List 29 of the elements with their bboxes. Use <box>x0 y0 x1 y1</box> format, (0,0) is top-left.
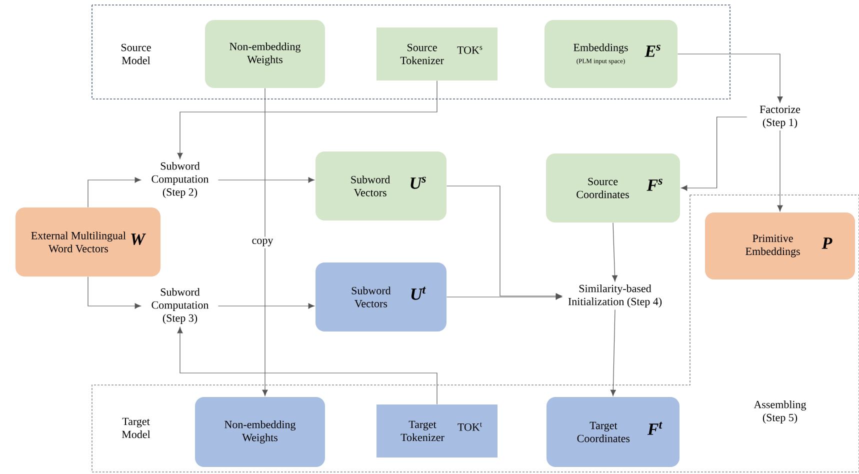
process-box: Target Coordinates F$^{t}$ <box>546 397 680 467</box>
edge-label: copy <box>250 236 276 248</box>
step-text: Subword Computation (Step 3) <box>152 288 209 324</box>
arrow <box>218 177 315 183</box>
arrow <box>446 186 562 299</box>
arrow <box>446 294 562 300</box>
arrow <box>218 303 315 309</box>
arrow <box>610 309 616 396</box>
arrow <box>677 54 783 103</box>
step-text: Similarity-based Initialization (Step 4) <box>568 284 662 308</box>
process-box: Subword Vectors U$^{t}$ <box>316 262 446 332</box>
process-box: Source Tokenizer TOK$^{s}$ <box>376 28 498 80</box>
arrow <box>88 177 142 208</box>
arrow <box>777 130 783 212</box>
process-box: Subword Vectors U$^{s}$ <box>316 152 446 220</box>
process-box: Non-embedding Weights <box>205 20 325 88</box>
process-box: Primitive Embeddings P <box>705 212 855 280</box>
arrow <box>177 80 438 160</box>
process-box: Source Coordinates F$^{s}$ <box>546 154 680 222</box>
process-box: Non-embedding Weights <box>195 397 325 467</box>
arrow <box>681 116 748 191</box>
step-text: Factorize (Step 1) <box>760 106 800 128</box>
arrow <box>262 88 268 396</box>
process-box: Target Tokenizer TOK$^{t}$ <box>376 404 498 458</box>
arrow <box>88 276 142 309</box>
process-box: External Multilingual Word Vectors W <box>16 208 160 276</box>
arrow <box>177 326 438 405</box>
arrow <box>612 222 618 282</box>
step-label: Assembling (Step 5) <box>754 400 806 424</box>
